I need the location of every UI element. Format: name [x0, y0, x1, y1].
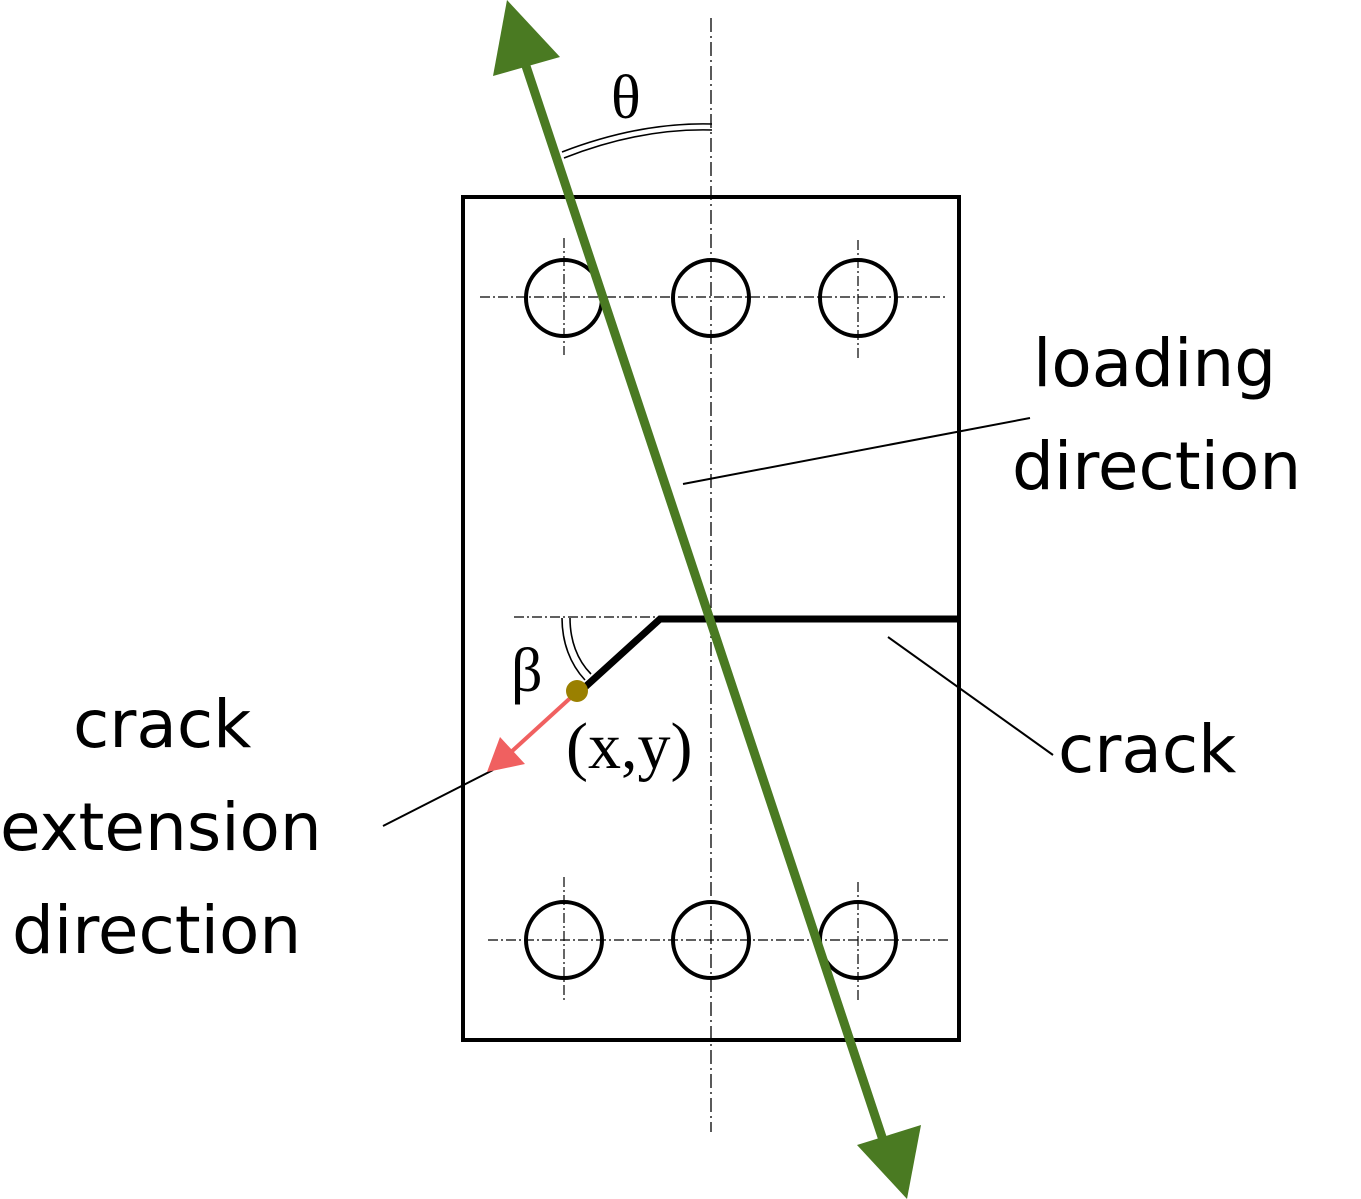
crack-extension-label-line3: direction [12, 892, 301, 969]
crack-tip-point [566, 680, 588, 702]
loading-direction-label-line2: direction [1012, 428, 1301, 505]
bolt-hole [671, 900, 751, 980]
loading-direction-label-line1: loading [1033, 325, 1276, 402]
loading-arrowhead-bottom [857, 1125, 921, 1199]
crack-extension-label-line1: crack [73, 686, 252, 763]
top-hole-centerlines [480, 238, 945, 360]
bottom-bolt-holes [524, 900, 898, 980]
crack-extension-leader-line [382, 769, 494, 827]
crack [581, 615, 959, 691]
beta-label: β [511, 637, 543, 705]
crack-label: crack [1058, 711, 1237, 788]
bolt-hole [524, 900, 604, 980]
crack-leader-line [887, 636, 1054, 756]
theta-label: θ [611, 64, 641, 132]
loading-arrowhead-top [493, 0, 560, 76]
bolt-hole [818, 258, 898, 338]
crack-tip-coordinate-label: (x,y) [566, 710, 692, 783]
theta-angle-arc [561, 123, 713, 159]
crack-extension-arrow [487, 689, 580, 772]
loading-direction-arrow [493, 0, 921, 1199]
crack-extension-label-line2: extension [0, 789, 322, 866]
bolt-hole [671, 258, 751, 338]
loading-leader-line [682, 417, 1031, 485]
beta-angle-arc [561, 617, 592, 681]
crack-extension-arrowhead [487, 737, 525, 772]
bottom-hole-centerlines [488, 877, 948, 1002]
leader-lines [382, 417, 1054, 827]
